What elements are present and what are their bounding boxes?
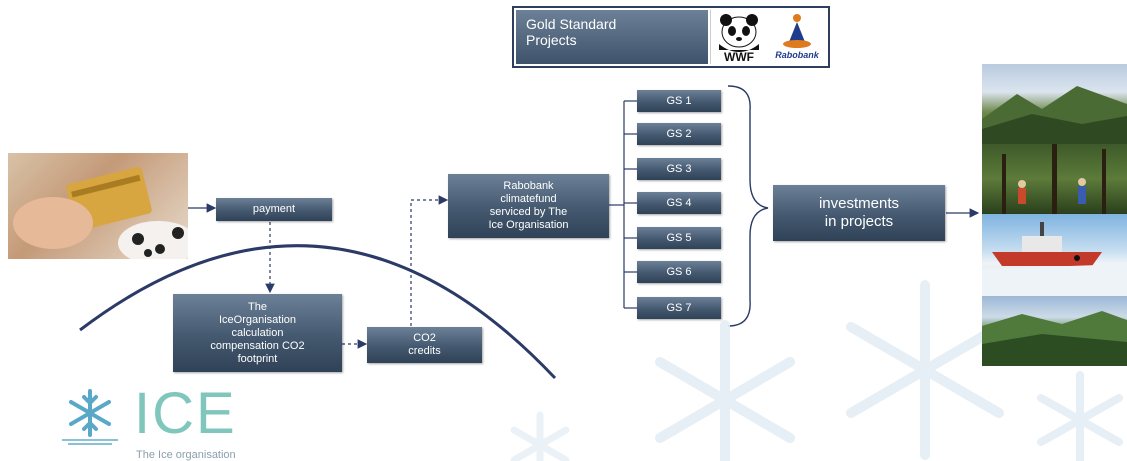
gs-project-label: GS 4: [666, 196, 692, 209]
snowflake-watermark-3: [1037, 371, 1123, 461]
rainforest-valley-photo: [982, 296, 1127, 366]
gold-standard-header: Gold Standard Projects WWF Rabobank: [512, 6, 830, 68]
rabobank-logo: Rabobank: [767, 10, 827, 64]
snowflake-watermark-1: [655, 320, 795, 461]
ice-ship-photo: [982, 214, 1127, 296]
wwf-wordmark: WWF: [724, 50, 754, 64]
gs-project-5: GS 5: [637, 227, 721, 249]
ice-logo: ICE The Ice organisation: [52, 382, 282, 461]
mountain-landscape-photo: [982, 64, 1127, 144]
climatefund-label: Rabobank climatefund serviced by The Ice…: [488, 180, 569, 231]
rabobank-wordmark: Rabobank: [775, 50, 819, 60]
valley-illustration: [982, 311, 1127, 366]
snowflake-watermark-4: [510, 411, 570, 461]
gs-project-label: GS 6: [666, 265, 692, 278]
forest-people-photo: [982, 144, 1127, 214]
mountain-illustration: [982, 86, 1127, 144]
calculation-label: The IceOrganisation calculation compensa…: [210, 300, 305, 365]
gs-project-2: GS 2: [637, 123, 721, 145]
co2-credits-box: CO2 credits: [367, 327, 482, 363]
gs-project-6: GS 6: [637, 261, 721, 283]
payment-box: payment: [216, 198, 332, 221]
wwf-logo: WWF: [710, 10, 767, 64]
arrow-co2-to-climatefund: [410, 195, 449, 326]
gs-brace: [727, 85, 769, 327]
gs-project-label: GS 1: [666, 94, 692, 107]
gs-project-label: GS 2: [666, 127, 692, 140]
rabobank-figure-icon: [783, 14, 811, 48]
gs-project-label: GS 5: [666, 231, 692, 244]
payment-label: payment: [252, 203, 296, 215]
card-payment-photo: [8, 153, 188, 259]
calculation-box: The IceOrganisation calculation compensa…: [173, 294, 342, 372]
panda-icon: [719, 14, 759, 52]
gs-project-label: GS 7: [666, 301, 692, 314]
gs-project-7: GS 7: [637, 297, 721, 319]
climatefund-box: Rabobank climatefund serviced by The Ice…: [448, 174, 609, 238]
investments-label: investments in projects: [818, 195, 900, 230]
co2-credits-label: CO2 credits: [408, 332, 441, 357]
header-title: Gold Standard Projects: [516, 10, 708, 64]
gs-project-label: GS 3: [666, 162, 692, 175]
ice-ship-illustration: [982, 222, 1127, 296]
gs-project-1: GS 1: [637, 90, 721, 112]
snowflake-watermark-2: [846, 280, 1004, 460]
forest-people-illustration: [1002, 144, 1106, 214]
ice-wordmark: ICE: [134, 381, 237, 446]
card-payment-illustration: [13, 166, 188, 259]
gs-project-3: GS 3: [637, 158, 721, 180]
snowflake-logo-icon: [62, 389, 118, 445]
ice-tagline: The Ice organisation: [136, 449, 236, 461]
flow-arc: [79, 244, 557, 380]
investments-box: investments in projects: [773, 185, 945, 241]
gs-project-4: GS 4: [637, 192, 721, 214]
